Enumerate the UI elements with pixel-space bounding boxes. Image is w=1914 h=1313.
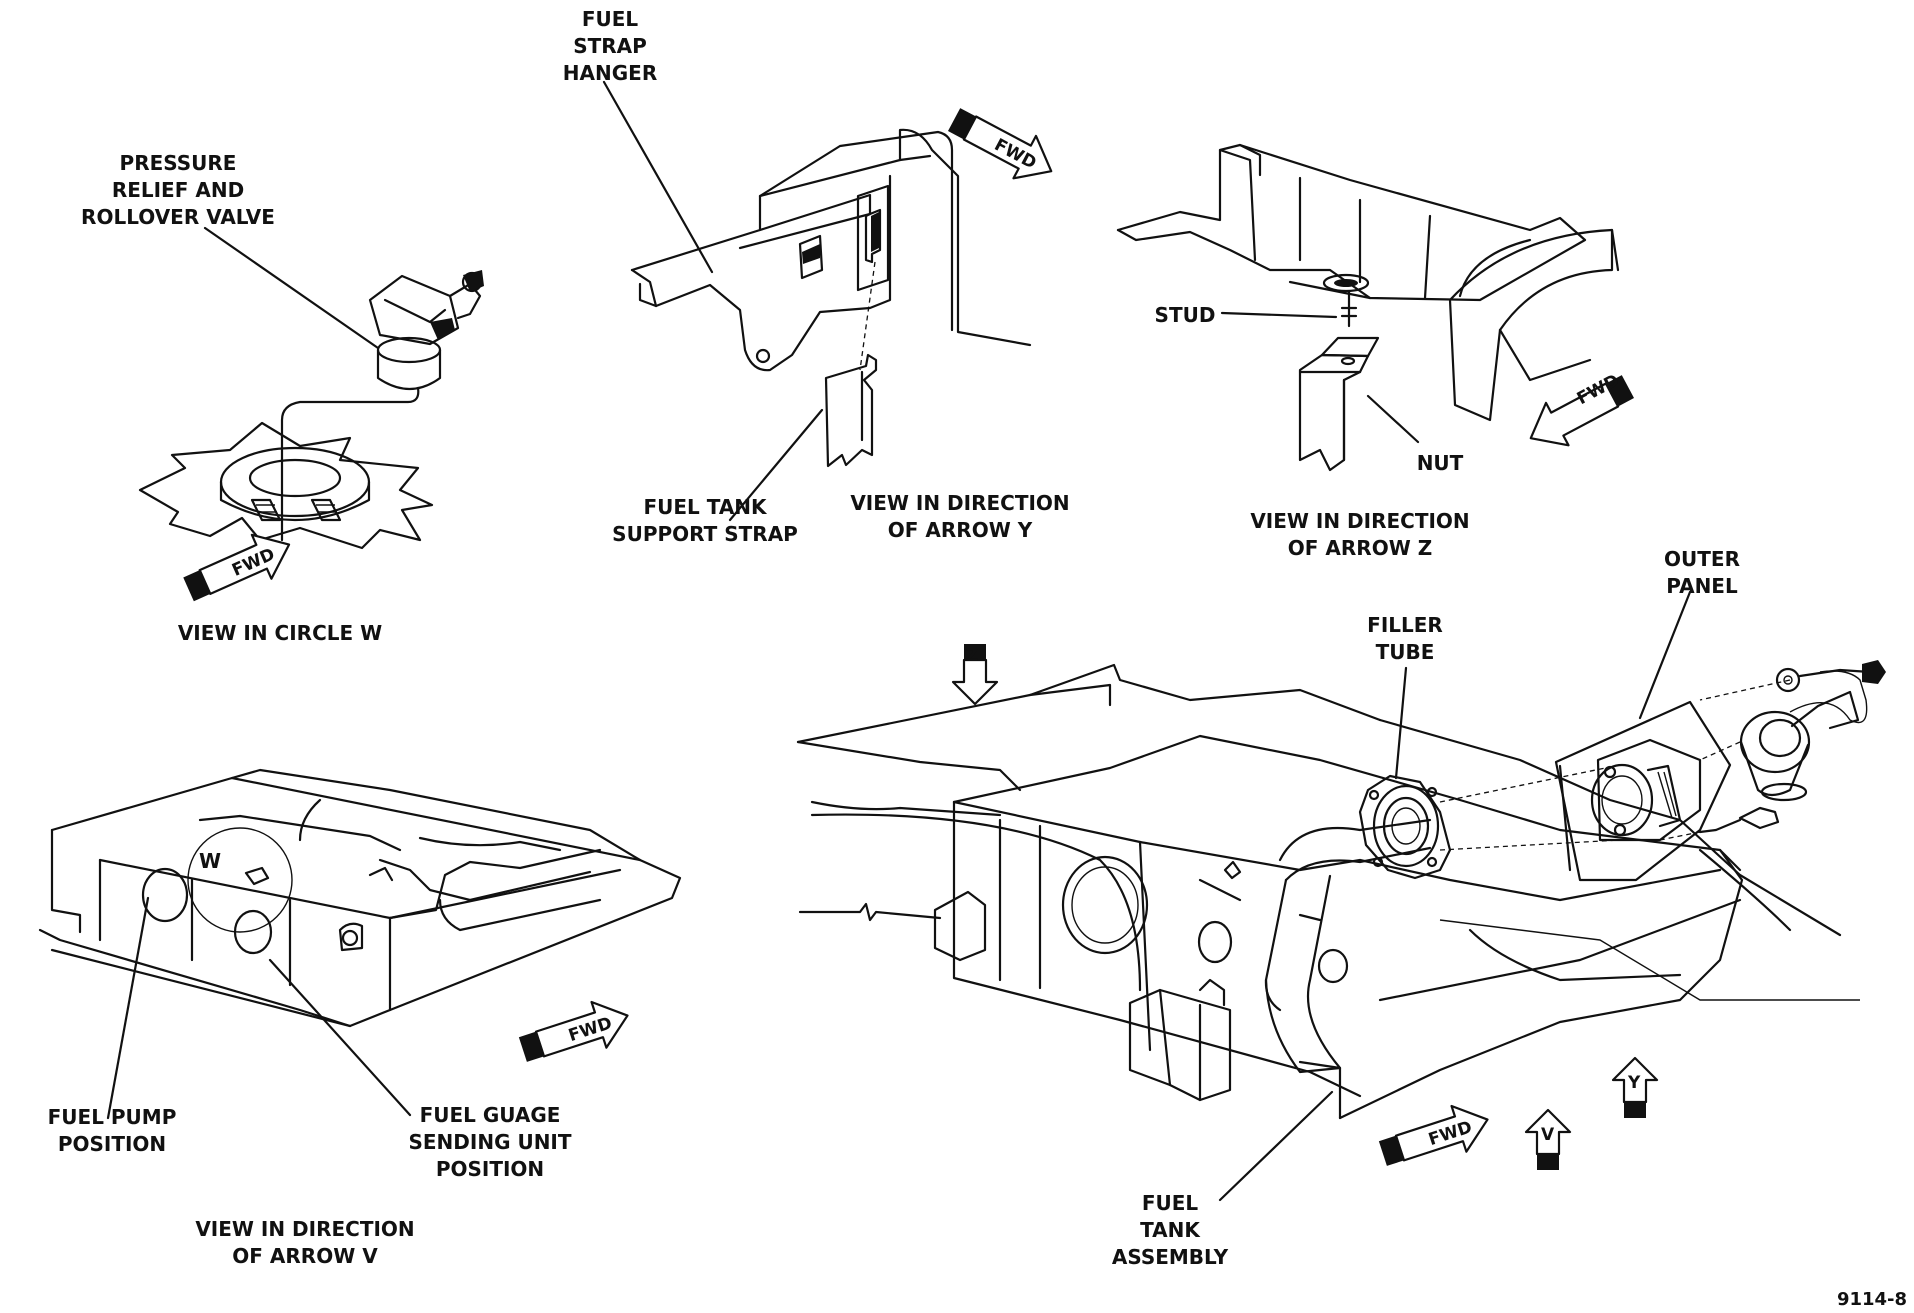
figure-number: 9114-8: [1836, 1289, 1908, 1310]
main-assembly-drawing: FWD: [796, 590, 1886, 1202]
caption-view-arrow-y: VIEW IN DIRECTION OF ARROW Y: [850, 491, 1070, 542]
caption-view-arrow-z: VIEW IN DIRECTION OF ARROW Z: [1250, 509, 1470, 560]
label-fuel-gauge-sending-unit: FUEL GUAGE SENDING UNIT POSITION: [408, 1103, 572, 1181]
label-outer-panel: OUTER PANEL: [1664, 547, 1740, 598]
label-fuel-strap-hanger: FUEL STRAP HANGER: [562, 7, 658, 85]
arrow-y-view-drawing: FWD: [602, 80, 1064, 522]
caption-view-arrow-v: VIEW IN DIRECTION OF ARROW V: [195, 1217, 415, 1268]
label-nut: NUT: [1416, 451, 1464, 475]
circle-w-view-drawing: FWD: [138, 226, 484, 613]
label-filler-tube: FILLER TUBE: [1367, 613, 1443, 664]
arrow-v-letter: V: [1541, 1125, 1555, 1145]
label-circle-w: W: [198, 849, 222, 873]
label-fuel-tank-support-strap: FUEL TANK SUPPORT STRAP: [612, 495, 798, 546]
label-fuel-pump-position: FUEL PUMP POSITION: [47, 1105, 177, 1156]
arrow-v-view-drawing: FWD: [38, 768, 682, 1120]
caption-view-circle-w: VIEW IN CIRCLE W: [177, 621, 383, 645]
label-pressure-relief-valve: PRESSURE RELIEF AND ROLLOVER VALVE: [81, 151, 275, 229]
arrow-y-letter: Y: [1628, 1073, 1641, 1093]
label-fuel-tank-assembly: FUEL TANK ASSEMBLY: [1111, 1191, 1229, 1269]
arrow-z-letter: Z: [966, 646, 979, 666]
label-stud: STUD: [1154, 303, 1216, 327]
